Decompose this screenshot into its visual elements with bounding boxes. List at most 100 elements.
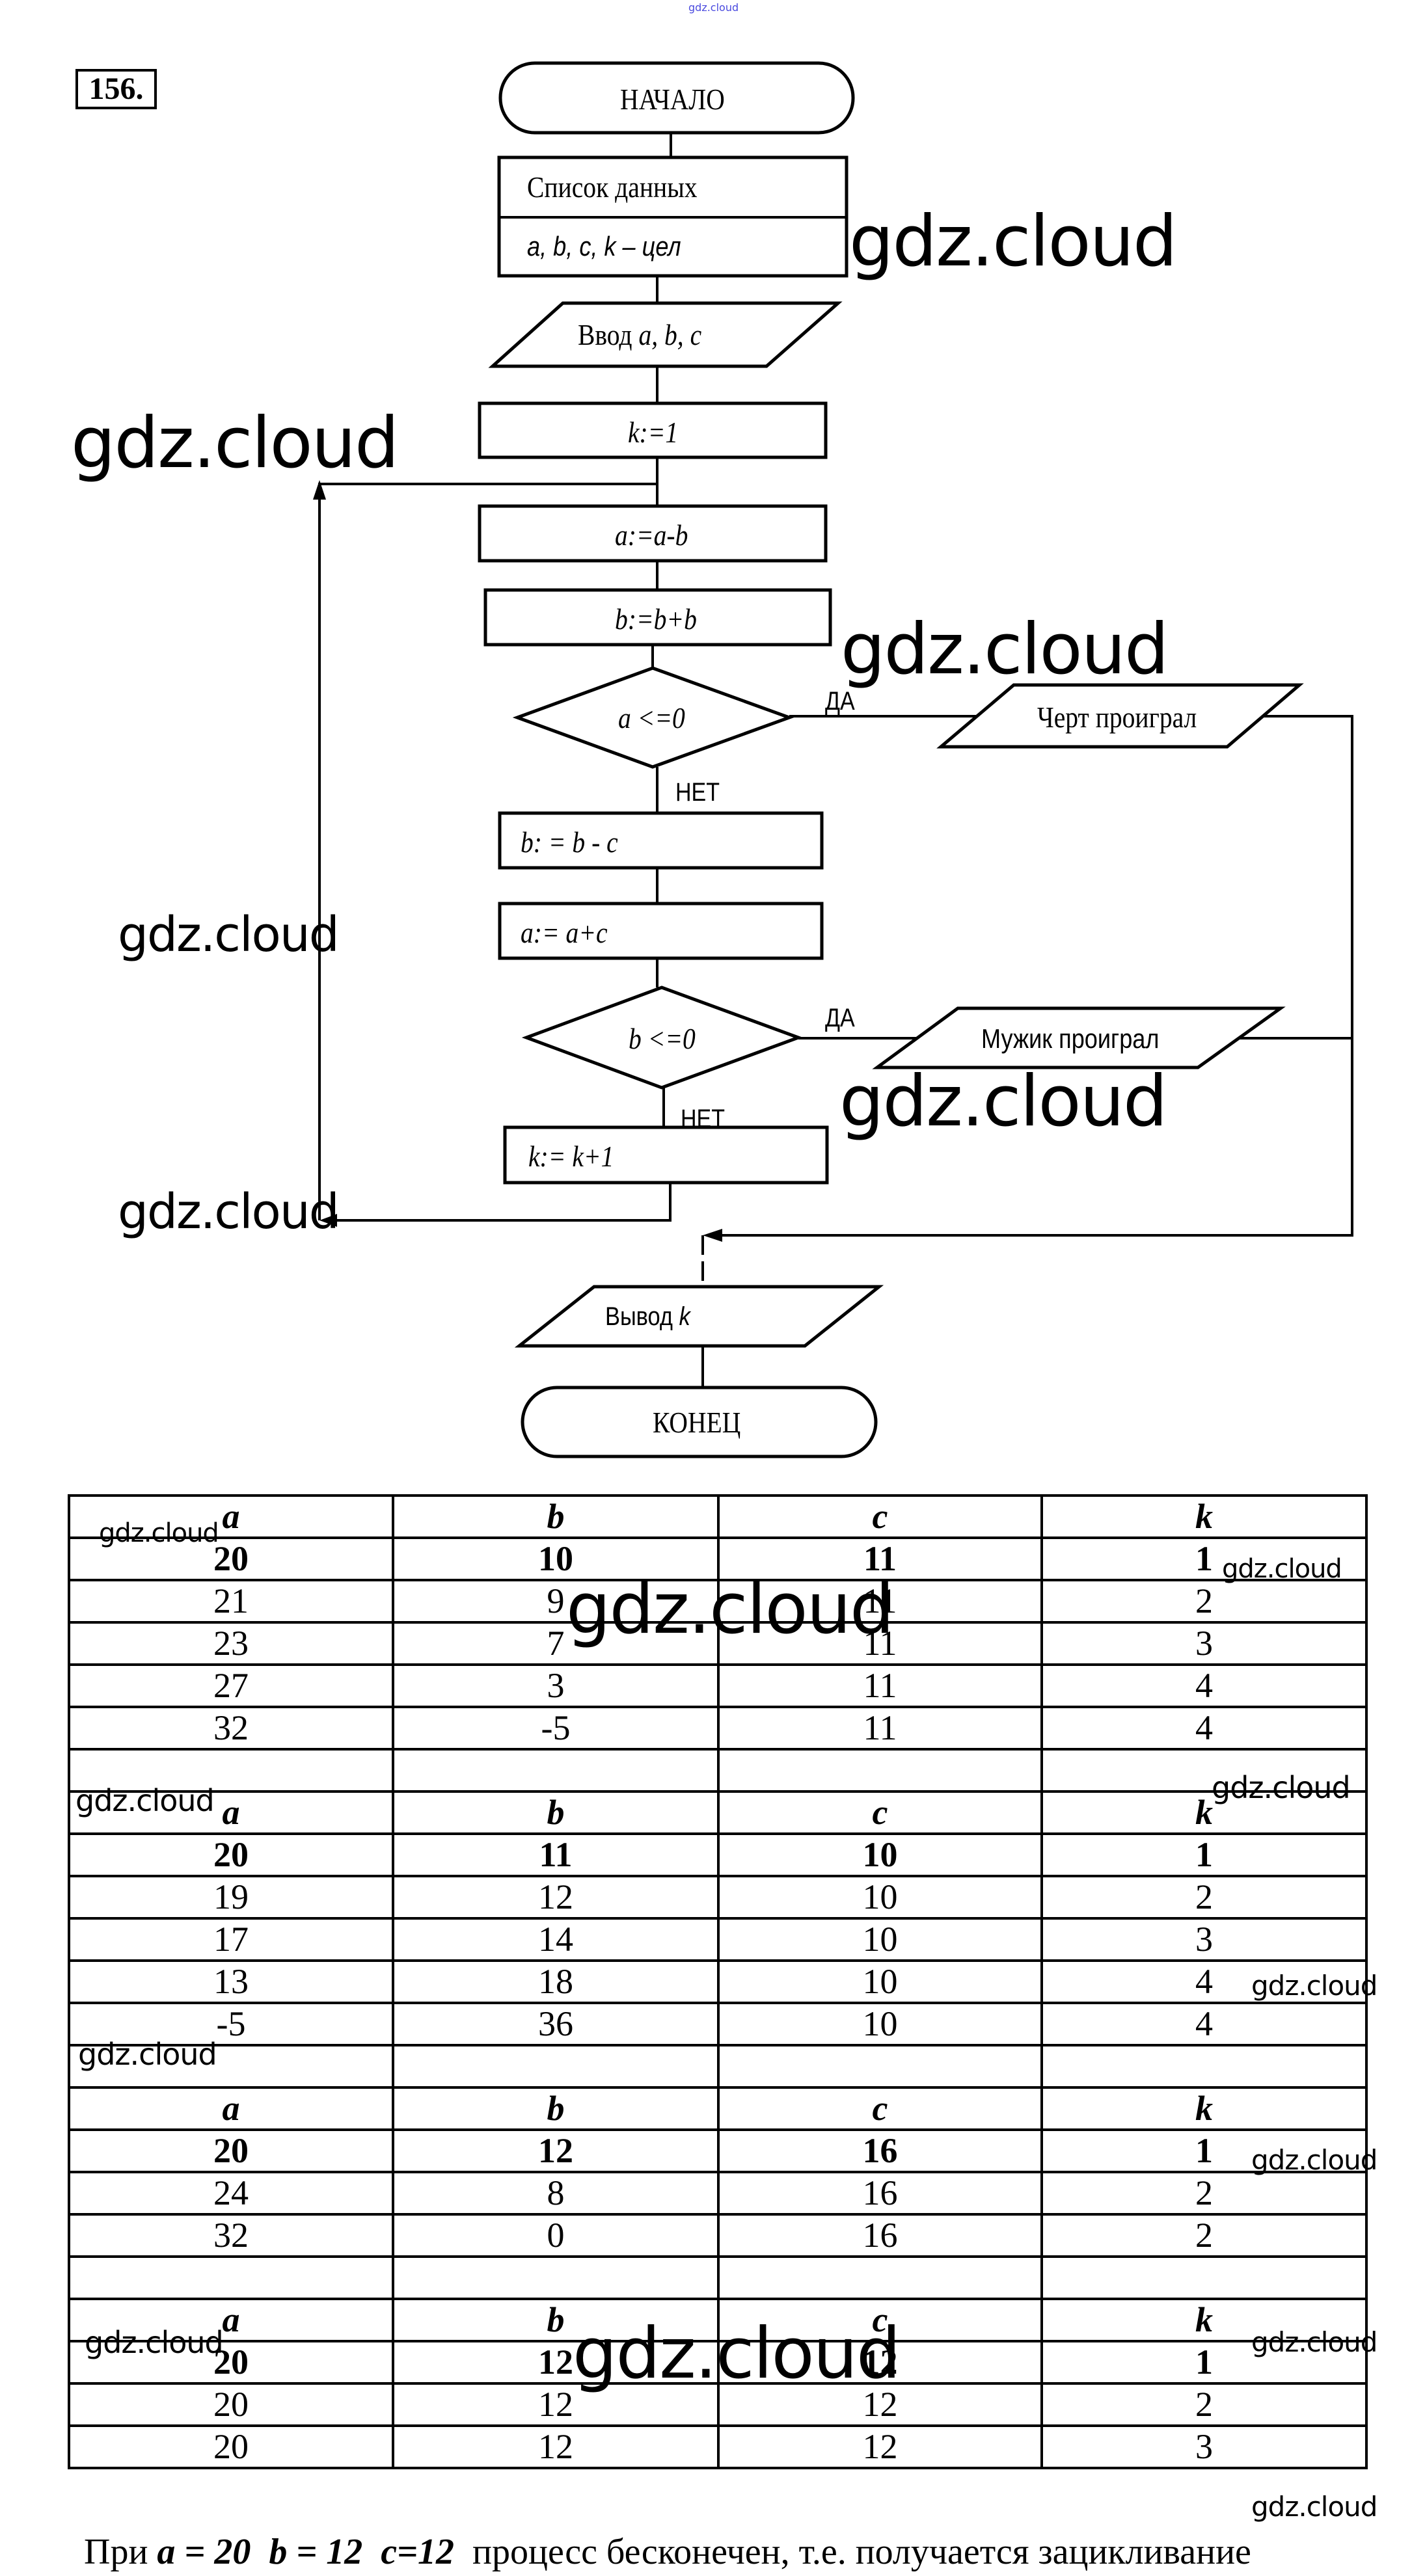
cell-a: 13 <box>68 1959 394 2004</box>
cell-b: 12 <box>392 2424 720 2469</box>
table-spacer-row <box>68 2255 1368 2300</box>
cell-k: 4 <box>1040 1706 1368 1751</box>
cell-k: 3 <box>1040 1917 1368 1962</box>
table-watermark-10: gdz.cloud <box>573 2313 901 2395</box>
condition-c: c=12 <box>381 2532 455 2572</box>
cell-c: 16 <box>717 2128 1043 2173</box>
cell-k: 3 <box>1040 1621 1368 1666</box>
cell-b: 0 <box>392 2213 720 2258</box>
spacer-cell <box>68 2044 394 2089</box>
cell-c: 10 <box>717 1832 1043 1877</box>
init-k-label: k:=1 <box>628 416 679 449</box>
column-header-k: k <box>1040 1494 1368 1539</box>
cell-k: 2 <box>1040 2171 1368 2216</box>
cell-c: 12 <box>717 2340 1043 2385</box>
cell-a: 20 <box>68 2424 394 2469</box>
watermark-5: gdz.cloud <box>839 1061 1168 1142</box>
a-plus-c-block <box>498 902 824 960</box>
cell-b: 14 <box>392 1917 720 1962</box>
cell-a: 20 <box>68 2382 394 2427</box>
table-watermark-2: gdz.cloud <box>1222 1554 1342 1584</box>
spacer-cell <box>1040 2255 1368 2300</box>
spacer-cell <box>1040 1748 1368 1793</box>
cell-k: 2 <box>1040 2382 1368 2427</box>
table-watermark-3: gdz.cloud <box>566 1568 895 1650</box>
cell-b: 12 <box>392 2382 720 2427</box>
cell-a: 19 <box>68 1875 394 1920</box>
exit-line <box>709 715 1353 1237</box>
output-prefix: Вывод <box>605 1302 673 1331</box>
data-list-vars: a, b, c, k – цел <box>527 231 681 262</box>
a-plus-c-label: a:= a+c <box>521 916 608 949</box>
cell-c: 10 <box>717 1917 1043 1962</box>
data-list-title: Список данных <box>527 170 698 204</box>
loop-arrow-left-icon <box>319 1214 337 1227</box>
spacer-cell <box>392 2255 720 2300</box>
watermark-2: gdz.cloud <box>71 403 400 484</box>
exit-arrow-icon <box>703 1229 722 1242</box>
loop-arrow-up-icon <box>313 480 326 500</box>
cond-a-label: a <=0 <box>618 701 685 734</box>
cell-c: 10 <box>717 1875 1043 1920</box>
condition-b: b = 12 <box>269 2532 363 2572</box>
cond-b-label: b <=0 <box>629 1022 696 1055</box>
cell-b: 9 <box>392 1579 720 1624</box>
watermark-4: gdz.cloud <box>118 907 340 963</box>
b-plus-b-block <box>483 588 832 647</box>
column-header-b: b <box>392 1494 720 1539</box>
cell-a: 20 <box>68 2340 394 2385</box>
cell-k: 4 <box>1040 2002 1368 2046</box>
cell-a: 20 <box>68 2128 394 2173</box>
cell-a: 24 <box>68 2171 394 2216</box>
cell-b: 11 <box>392 1832 720 1877</box>
table-watermark-8: gdz.cloud <box>1251 2144 1378 2176</box>
b-minus-c-label: b: = b - c <box>521 825 618 859</box>
cell-b: 7 <box>392 1621 720 1666</box>
k-increment-label: k:= k+1 <box>528 1140 614 1173</box>
cell-b: 12 <box>392 2128 720 2173</box>
column-header-k: k <box>1040 2086 1368 2131</box>
cell-a: 32 <box>68 2213 394 2258</box>
column-header-c: c <box>717 1790 1043 1835</box>
init-k-block <box>478 401 828 459</box>
spacer-cell <box>68 2255 394 2300</box>
table-watermark-7: gdz.cloud <box>78 2037 217 2072</box>
watermark-6: gdz.cloud <box>118 1184 340 1240</box>
cell-k: 4 <box>1040 1663 1368 1708</box>
end-label: КОНЕЦ <box>653 1406 741 1439</box>
table-watermark-1: gdz.cloud <box>99 1518 219 1548</box>
cell-b: 8 <box>392 2171 720 2216</box>
spacer-cell <box>717 2255 1043 2300</box>
column-header-a: a <box>68 2086 394 2131</box>
cell-a: -5 <box>68 2002 394 2046</box>
cell-c: 12 <box>717 2424 1043 2469</box>
table-watermark-4: gdz.cloud <box>75 1783 215 1818</box>
cell-k: 1 <box>1040 2340 1368 2385</box>
table-spacer-row <box>68 1748 1368 1793</box>
cell-b: -5 <box>392 1706 720 1751</box>
cell-c: 16 <box>717 2171 1043 2216</box>
spacer-cell <box>717 2044 1043 2089</box>
column-header-b: b <box>392 1790 720 1835</box>
cond-a-diamond <box>512 666 794 769</box>
chert-output-block <box>936 683 1304 749</box>
b-plus-b-label: b:=b+b <box>615 602 697 636</box>
spacer-cell <box>1040 2044 1368 2089</box>
conclusion-prefix: При <box>84 2532 148 2572</box>
cell-c: 11 <box>717 1621 1043 1666</box>
cell-b: 12 <box>392 2340 720 2385</box>
b-minus-c-block <box>498 811 824 870</box>
cell-k: 3 <box>1040 2424 1368 2469</box>
column-header-k: k <box>1040 1790 1368 1835</box>
cell-k: 2 <box>1040 2213 1368 2258</box>
column-header-c: c <box>717 2086 1043 2131</box>
